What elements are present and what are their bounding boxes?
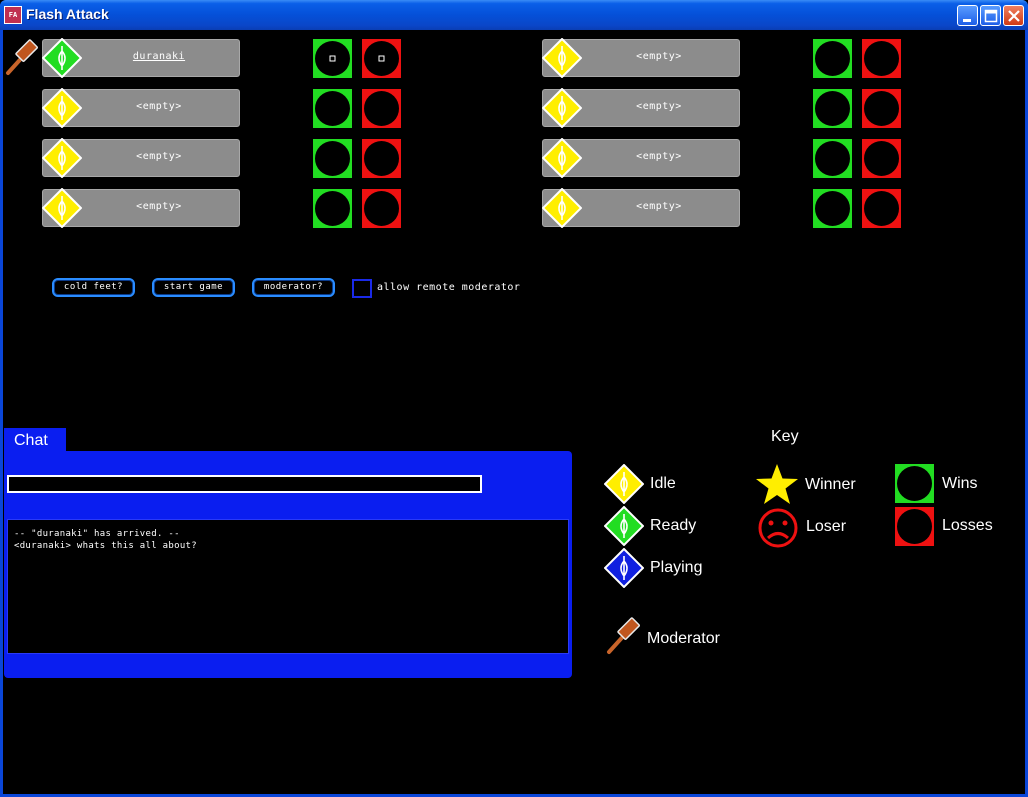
key-title: Key [771,428,799,445]
chat-log[interactable]: -- "duranaki" has arrived. -- <duranaki>… [7,519,569,654]
allow-remote-moderator-label: allow remote moderator [377,282,521,293]
player-name: <empty> [136,201,182,212]
frown-icon [757,507,799,549]
idle-diamond-icon [41,187,83,229]
idle-diamond-icon [603,463,645,505]
player-name: <empty> [636,151,682,162]
player-slot[interactable]: <empty> [42,89,240,127]
losses-marker [862,89,901,128]
player-name: <empty> [136,151,182,162]
player-name: duranaki [132,51,186,62]
losses-marker [862,189,901,228]
maximize-button[interactable] [980,5,1001,26]
losses-marker [362,89,401,128]
wins-marker [813,139,852,178]
minimize-button[interactable] [957,5,978,26]
wins-marker [313,39,352,78]
losses-marker [862,139,901,178]
wins-marker [813,189,852,228]
maximize-icon [984,9,998,23]
losses-marker [362,39,401,78]
chat-input[interactable] [7,475,482,493]
wins-marker [313,189,352,228]
window-title: Flash Attack [26,6,109,22]
moderator-button[interactable]: moderator? [252,278,335,297]
key-ready-label: Ready [650,517,697,534]
idle-diamond-icon [41,137,83,179]
losses-marker [862,39,901,78]
player-name: <empty> [136,101,182,112]
playing-diamond-icon [603,547,645,589]
key-idle-label: Idle [650,475,676,492]
ready-diamond-icon [41,37,83,79]
allow-remote-moderator-checkbox[interactable] [352,279,372,298]
title-bar[interactable]: FA Flash Attack [0,0,1028,30]
ready-diamond-icon [603,505,645,547]
key-loser-label: Loser [806,518,847,535]
losses-marker [362,189,401,228]
key-wins-label: Wins [942,475,978,492]
key-winner-label: Winner [805,476,856,493]
app-icon: FA [4,6,22,24]
player-name: <empty> [636,51,682,62]
player-slot[interactable]: <empty> [42,189,240,227]
idle-diamond-icon [541,37,583,79]
chat-message: <duranaki> whats this all about? [14,541,197,551]
wins-marker [813,89,852,128]
key-playing-label: Playing [650,559,703,576]
start-game-button[interactable]: start game [152,278,235,297]
chat-message: -- "duranaki" has arrived. -- [14,529,180,539]
losses-marker [362,139,401,178]
idle-diamond-icon [41,87,83,129]
losses-marker [895,507,934,546]
player-name: <empty> [636,101,682,112]
cold-feet-button[interactable]: cold feet? [52,278,135,297]
chat-tab[interactable]: Chat [4,428,66,452]
star-icon [755,463,799,505]
wins-marker [313,89,352,128]
close-button[interactable] [1003,5,1024,26]
wins-marker [895,464,934,503]
gavel-icon [605,616,645,656]
idle-diamond-icon [541,137,583,179]
key-moderator-label: Moderator [647,630,720,647]
player-name: <empty> [636,201,682,212]
wins-marker [813,39,852,78]
idle-diamond-icon [541,187,583,229]
gavel-icon [3,38,43,78]
minimize-icon [963,19,971,22]
wins-marker [313,139,352,178]
close-icon [1008,10,1020,22]
idle-diamond-icon [541,87,583,129]
key-losses-label: Losses [942,517,993,534]
